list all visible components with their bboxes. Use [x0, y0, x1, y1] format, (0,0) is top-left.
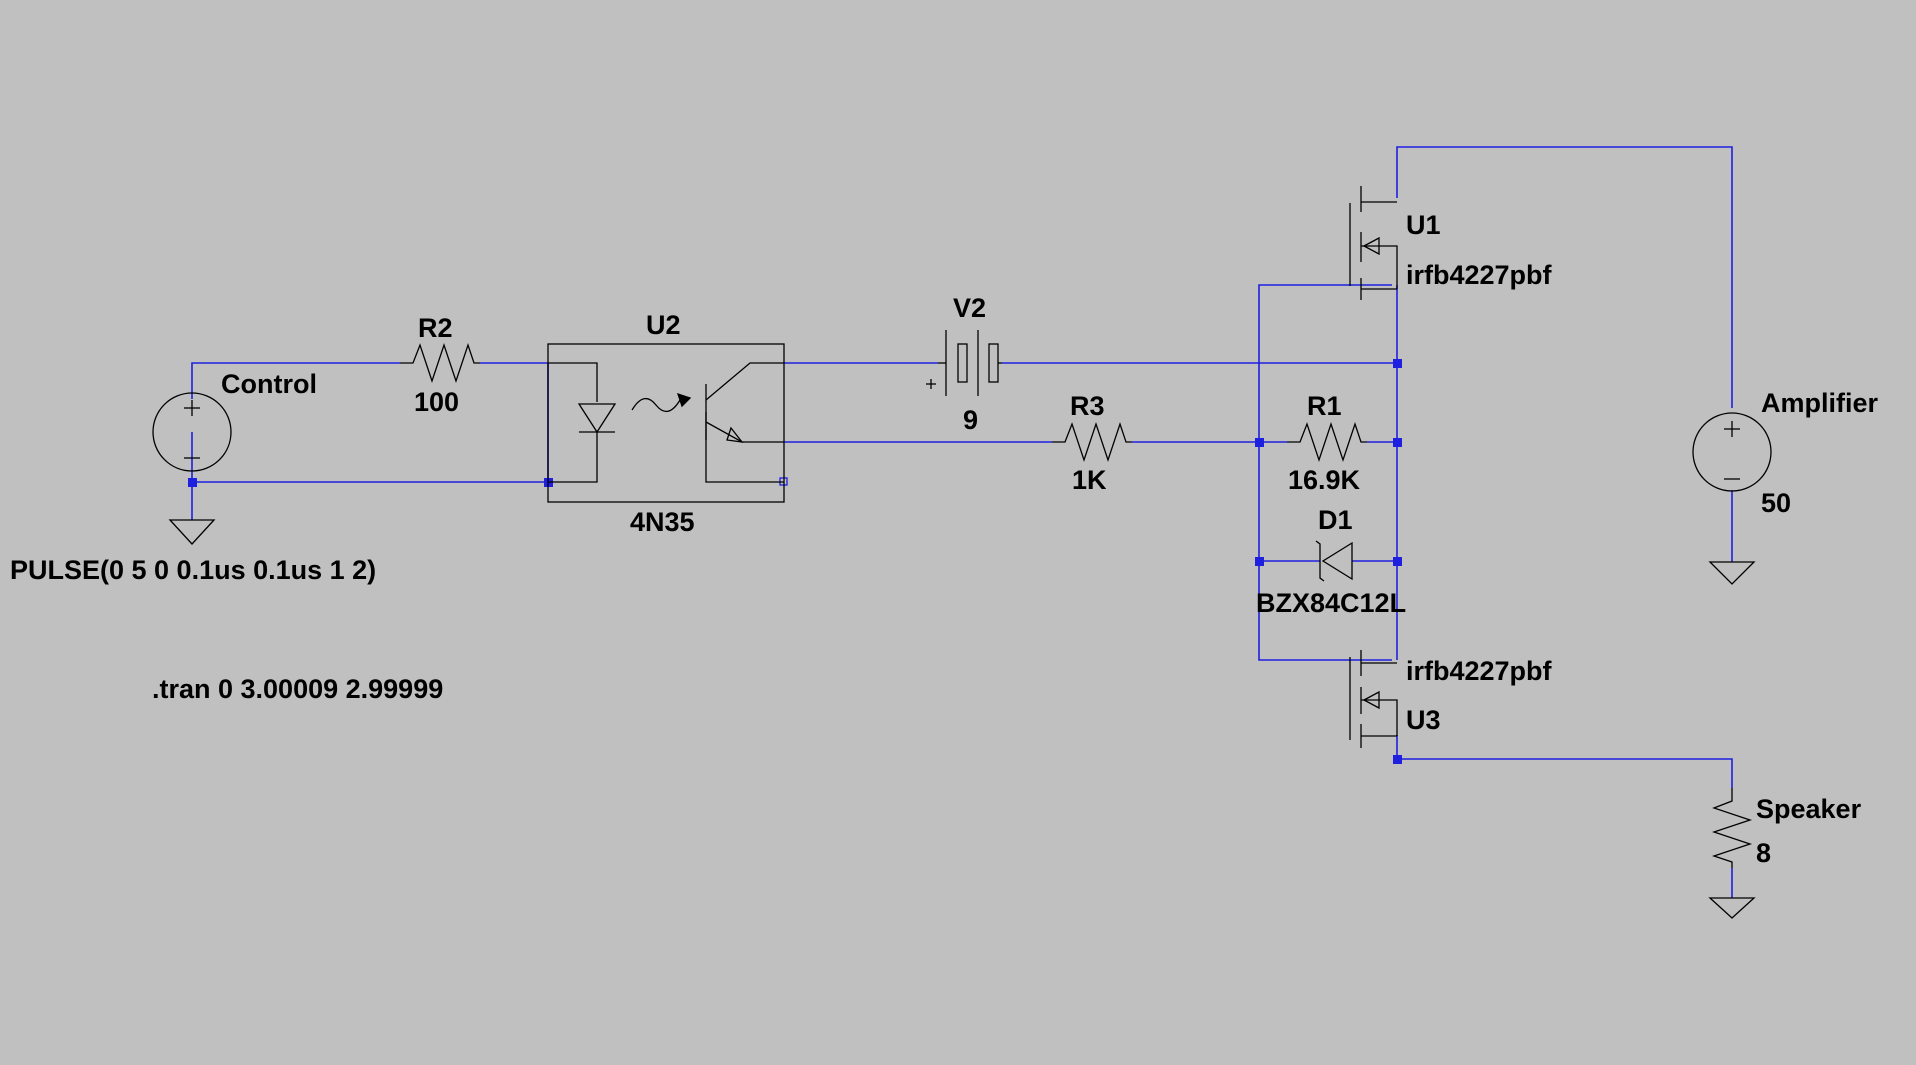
phototransistor-emitter: [705, 421, 784, 443]
battery-v2[interactable]: [926, 330, 1002, 396]
junction-dot: [1393, 755, 1402, 764]
amplifier-source[interactable]: [1692, 412, 1772, 492]
led-diode-icon: [577, 403, 617, 434]
u2-name: U2: [646, 310, 681, 340]
wire-control-to-r2[interactable]: [191, 362, 400, 399]
control-value: PULSE(0 5 0 0.1us 0.1us 1 2): [10, 555, 376, 585]
wires: [191, 146, 1733, 898]
d1-name: D1: [1318, 505, 1353, 535]
mosfet-arrow-icon: [1362, 236, 1380, 256]
amplifier-name: Amplifier: [1761, 388, 1879, 418]
u3-name: U3: [1406, 705, 1441, 735]
resistor-r1[interactable]: [1287, 421, 1367, 463]
r2-value: 100: [414, 387, 459, 417]
zener-cathode-bar: [1315, 540, 1325, 582]
speaker-value: 8: [1756, 838, 1771, 868]
mosfet-body-lead: [1361, 245, 1398, 289]
r3-value: 1K: [1072, 465, 1107, 495]
ground-icon: [1708, 897, 1756, 919]
resistor-zigzag: [1287, 421, 1367, 463]
optocoupler-u2[interactable]: [547, 343, 785, 503]
amplifier-value: 50: [1761, 488, 1791, 518]
r2-name: R2: [418, 313, 453, 343]
d1-value: BZX84C12L: [1256, 588, 1406, 618]
r1-value: 16.9K: [1288, 465, 1361, 495]
v2-value: 9: [963, 405, 978, 435]
junction-dot: [1255, 438, 1264, 447]
junction-dot: [1393, 557, 1402, 566]
led-lead-top: [548, 362, 598, 402]
control-source[interactable]: [152, 392, 232, 472]
r1-name: R1: [1307, 391, 1342, 421]
led-lead-bottom: [548, 432, 598, 483]
emitter-arrow-icon: [726, 426, 744, 443]
speaker-name: Speaker: [1756, 794, 1862, 824]
battery-cell: [957, 343, 968, 383]
mosfet-u3[interactable]: [1349, 650, 1398, 748]
optocoupler-body: [547, 343, 785, 503]
mosfet-body-lead: [1361, 699, 1398, 736]
resistor-r3[interactable]: [1052, 421, 1132, 463]
light-arrow-icon: [676, 392, 692, 408]
wire-left-rail[interactable]: [1258, 284, 1392, 661]
resistor-zigzag: [400, 342, 480, 384]
wire-u1-drain-to-amplifier[interactable]: [1396, 146, 1733, 408]
zener-diode-d1[interactable]: [1315, 540, 1353, 582]
ground-icon: [1708, 561, 1756, 585]
v2-name: V2: [953, 293, 986, 323]
resistor-zigzag: [1052, 421, 1132, 463]
resistor-r2[interactable]: [400, 342, 480, 384]
ground-symbol: [1708, 897, 1756, 919]
phototransistor-base-lead: [705, 412, 784, 483]
junction-dot: [188, 478, 197, 487]
simulation-directive[interactable]: .tran 0 3.00009 2.99999: [152, 674, 443, 704]
junction-dot: [1393, 438, 1402, 447]
r3-name: R3: [1070, 391, 1105, 421]
source-circle: [152, 392, 232, 472]
phototransistor-collector: [705, 362, 784, 401]
source-circle: [1692, 412, 1772, 492]
u1-name: U1: [1406, 210, 1441, 240]
ground-icon: [168, 519, 216, 545]
zener-diode-icon: [1321, 541, 1353, 581]
light-wave-icon: [631, 398, 681, 412]
junction-dot: [1255, 557, 1264, 566]
mosfet-arrow-icon: [1362, 690, 1380, 710]
u1-value: irfb4227pbf: [1406, 260, 1553, 290]
battery-cell: [988, 343, 999, 383]
u2-value: 4N35: [630, 507, 695, 537]
mosfet-u1[interactable]: [1349, 186, 1398, 300]
control-name: Control: [221, 369, 317, 399]
u3-value: irfb4227pbf: [1406, 656, 1553, 686]
labels: Control PULSE(0 5 0 0.1us 0.1us 1 2) R2 …: [10, 210, 1879, 868]
ground-symbol: [1708, 561, 1756, 585]
wire-u3-to-speaker[interactable]: [1396, 735, 1733, 788]
speaker-resistor[interactable]: [1711, 788, 1753, 868]
junction-dot: [1393, 359, 1402, 368]
resistor-zigzag: [1711, 788, 1753, 868]
ground-symbol: [168, 519, 216, 545]
